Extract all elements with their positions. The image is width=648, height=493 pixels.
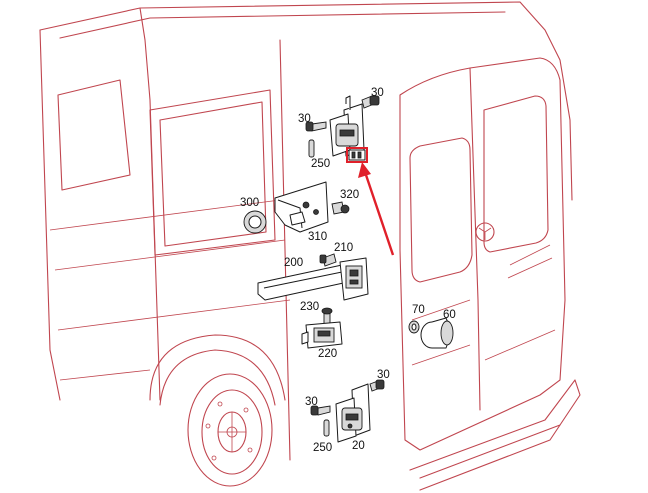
callout-30-top-right: 30: [371, 87, 384, 99]
bumper-stop-assembly: [408, 317, 454, 349]
callout-300: 300: [240, 197, 259, 209]
callout-230: 230: [300, 301, 319, 313]
callout-310: 310: [308, 231, 327, 243]
red-arrow-icon: [358, 162, 395, 256]
callout-200: 200: [284, 257, 303, 269]
callout-250-bottom: 250: [313, 442, 332, 454]
callout-30-bottom-right: 30: [377, 369, 390, 381]
callout-250-top: 250: [311, 158, 330, 170]
lower-check-assembly: [301, 307, 343, 349]
callout-30-top-left: 30: [298, 113, 311, 125]
wheel-icon: [187, 373, 273, 487]
callout-210: 210: [334, 242, 353, 254]
callout-320: 320: [340, 189, 359, 201]
callout-60: 60: [443, 309, 456, 321]
callout-labels: 30 30 250 300 320 310 210 200 230 220 70…: [240, 87, 456, 454]
door-check-strap-assembly: [257, 253, 369, 301]
upper-hinge-assembly: [305, 95, 380, 163]
callout-70: 70: [412, 304, 425, 316]
callout-20: 20: [352, 440, 365, 452]
callout-30-bottom-left: 30: [305, 396, 318, 408]
callout-220: 220: [318, 348, 337, 360]
lower-hinge-assembly: [310, 379, 385, 443]
door-check-bracket-assembly: [243, 181, 350, 234]
van-body-outline: [39, 1, 581, 491]
